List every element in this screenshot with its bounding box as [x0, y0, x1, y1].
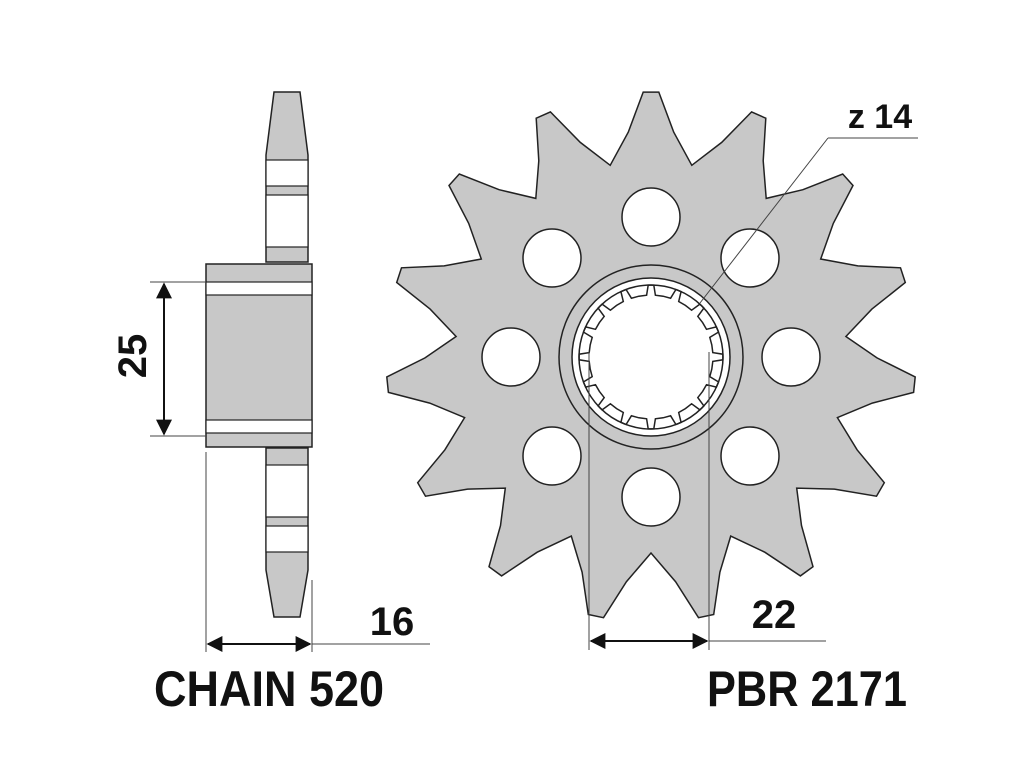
- lightening-hole: [481, 327, 541, 387]
- lightening-hole: [621, 187, 681, 247]
- splined-bore: [578, 284, 724, 430]
- lightening-hole: [621, 467, 681, 527]
- front-view: [386, 91, 916, 619]
- lightening-hole: [720, 228, 780, 288]
- chain-label: CHAIN 520: [154, 661, 384, 717]
- lightening-hole: [761, 327, 821, 387]
- teeth-count-label: z 14: [848, 98, 912, 136]
- teeth-count-callout: z 14: [699, 98, 918, 304]
- lightening-hole: [522, 426, 582, 486]
- side-profile: [205, 91, 313, 618]
- part-number-label: PBR 2171: [707, 661, 907, 717]
- dimension-thickness: 16: [205, 452, 430, 652]
- dim-22-label: 22: [752, 593, 797, 637]
- dim-25-label: 25: [111, 334, 155, 379]
- lightening-holes: [481, 187, 821, 527]
- dimension-hub-width: 25: [111, 281, 206, 437]
- dim-16-label: 16: [370, 600, 415, 644]
- lightening-hole: [522, 228, 582, 288]
- dimension-spline: 22: [588, 352, 826, 650]
- lightening-hole: [720, 426, 780, 486]
